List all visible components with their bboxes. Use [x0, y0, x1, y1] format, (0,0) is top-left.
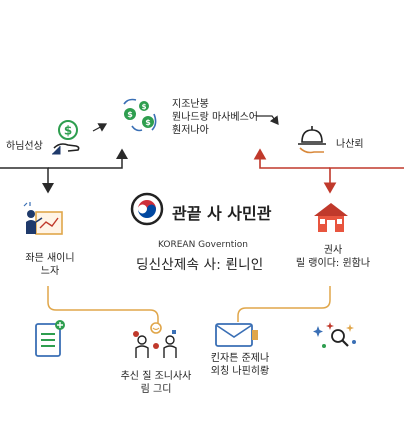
center-title: 관끝 사 사민관	[172, 204, 272, 223]
arrow-dollar-to-money	[92, 123, 108, 132]
label-bottom-center-left: 추신 질 조니사사 림 그디	[106, 370, 206, 396]
label-top-center-line1: 지조난봉	[172, 99, 209, 110]
label-bottom-center-left-line1: 추신 질 조니사사	[120, 371, 192, 382]
center-subtitle-en: KOREAN Governtion	[158, 240, 249, 250]
korea-flag-icon	[130, 192, 164, 226]
dollar-hand-node: $	[50, 118, 86, 162]
dollar-hand-icon: $	[52, 120, 80, 155]
label-top-center: 지조난봉 뭔나드랑 마사베스어 훤저나아	[172, 98, 258, 137]
label-mid-left-line2: 느자	[40, 266, 60, 277]
line-right-loop	[323, 167, 404, 194]
bell-hand-icon	[298, 126, 326, 154]
label-mid-right-line1: 권사	[323, 245, 343, 256]
clipboard-node	[32, 318, 68, 364]
house-node	[310, 200, 352, 240]
label-bottom-center-right: 킨자튼 준제나 외칭 나핀히뢍	[190, 352, 290, 378]
label-bottom-center-right-line1: 킨자튼 준제나	[210, 353, 270, 364]
people-exchange-node	[132, 320, 180, 366]
money-flow-node: $ $ $	[118, 96, 162, 140]
label-top-center-line3: 훤저나아	[172, 125, 209, 136]
money-flow-icon: $ $ $	[123, 98, 157, 132]
arrow-center-to-right	[256, 115, 279, 125]
label-mid-left: 좌믄 새이니 느자	[20, 252, 80, 278]
label-bottom-center-left-line2: 림 그디	[140, 384, 172, 395]
label-top-left: 하님선상	[6, 141, 43, 152]
bell-hand-node	[294, 122, 330, 162]
teacher-icon	[23, 202, 63, 235]
center-subtitle-ko: 딩신산제속 사: 뢴니인	[136, 257, 264, 273]
clipboard-icon	[35, 320, 65, 357]
teacher-node	[22, 200, 70, 248]
sparkle-magnifier-icon	[313, 322, 356, 348]
envelope-node	[214, 320, 260, 354]
line-left-to-center	[48, 148, 128, 169]
sparkle-magnifier-node	[310, 320, 360, 358]
svg-text:$: $	[142, 103, 147, 111]
label-bottom-center-right-line2: 외칭 나핀히뢍	[210, 366, 270, 377]
label-mid-left-line1: 좌믄 새이니	[25, 253, 75, 264]
label-mid-right-line2: 릴 랭이다: 윈함나	[295, 258, 371, 269]
label-top-center-line2: 뭔나드랑 마사베스어	[172, 112, 258, 123]
line-orange-left	[47, 286, 159, 328]
svg-text:$: $	[145, 118, 151, 127]
house-icon	[314, 203, 348, 232]
svg-text:$: $	[127, 110, 133, 119]
envelope-icon	[215, 323, 258, 347]
line-left-loop	[0, 167, 54, 194]
label-mid-right: 권사 릴 랭이다: 윈함나	[278, 244, 388, 270]
svg-text:$: $	[64, 124, 72, 138]
line-right-to-center	[253, 148, 330, 169]
label-top-right: 나산뢰	[336, 139, 364, 150]
people-exchange-icon	[133, 322, 177, 358]
line-orange-right	[237, 286, 331, 322]
korea-flag-node	[130, 192, 164, 230]
